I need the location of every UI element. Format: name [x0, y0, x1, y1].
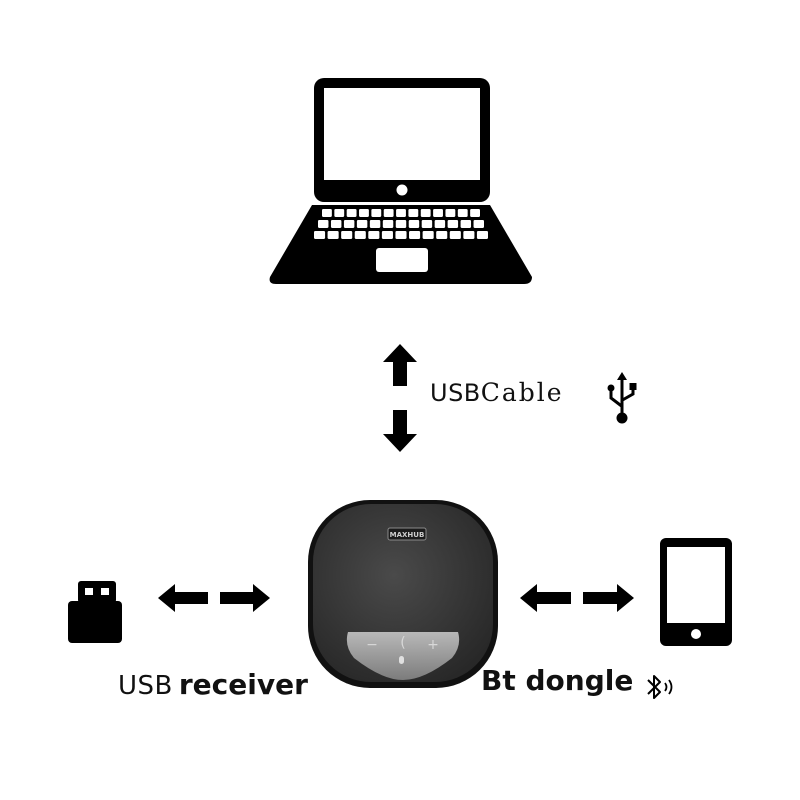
mute-button — [399, 656, 404, 664]
vertical-double-arrow-icon — [383, 344, 417, 452]
usb-cable-word-text: Cable — [480, 378, 564, 407]
bt-dongle-label: Bt dongle — [481, 664, 633, 697]
usb-receiver-usb-text: USB — [118, 671, 173, 701]
brand-logo-text: MAXHUB — [390, 531, 425, 539]
left-double-arrow-icon — [158, 584, 270, 612]
usb-cable-label: USBCable — [430, 378, 564, 407]
speakerphone-icon: MAXHUB − ( + — [308, 500, 498, 688]
bluetooth-icon — [647, 675, 673, 699]
call-button: ( — [400, 635, 405, 651]
laptop-icon — [269, 78, 532, 284]
bt-dongle-text: Bt dongle — [481, 664, 634, 697]
usb-symbol-icon — [607, 372, 637, 424]
volume-down-button: − — [366, 637, 378, 653]
right-double-arrow-icon — [520, 584, 634, 612]
tablet-icon — [660, 538, 732, 646]
usb-receiver-word-text: receiver — [178, 668, 308, 701]
usb-receiver-icon — [68, 581, 122, 643]
usb-cable-usb-text: USB — [430, 379, 481, 407]
volume-up-button: + — [427, 637, 439, 653]
